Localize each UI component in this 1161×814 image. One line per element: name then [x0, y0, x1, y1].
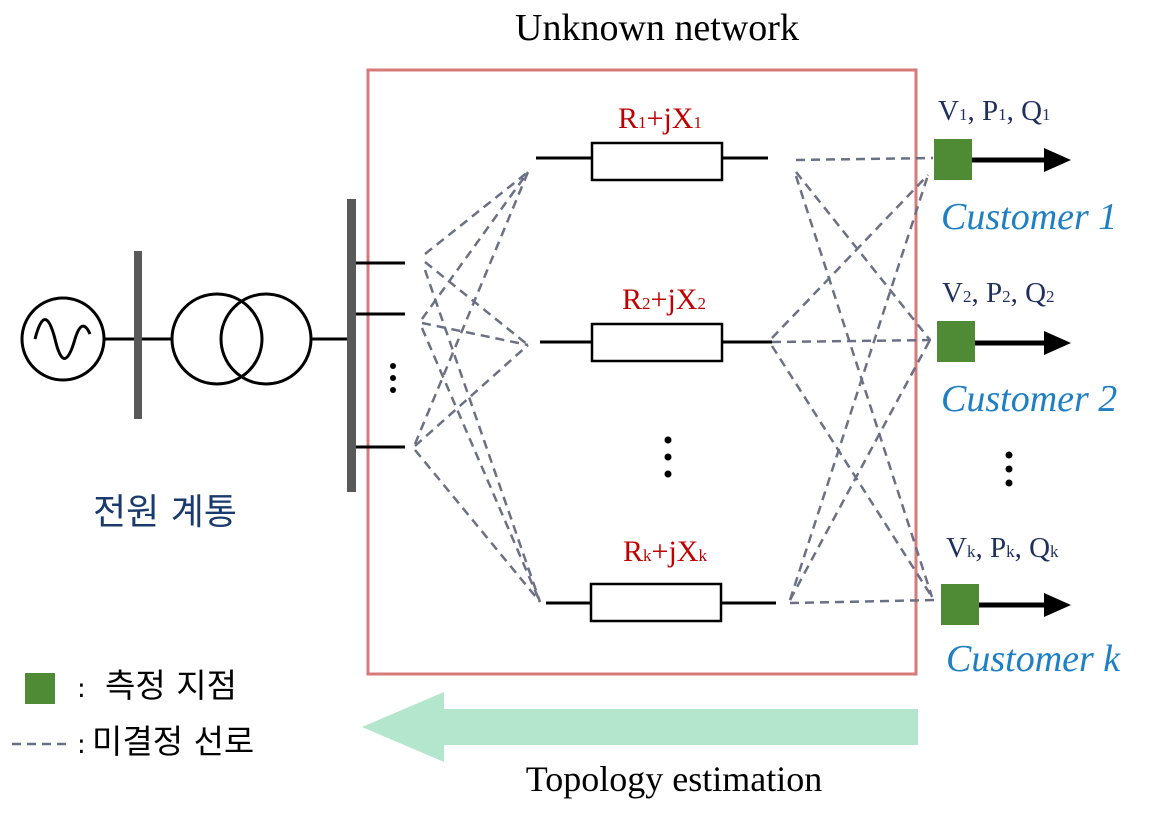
feeder-bus-bar: [347, 199, 356, 492]
impedance-label-k: Rk+jXk: [623, 535, 707, 568]
network-title: Unknown network: [515, 7, 799, 49]
legend-measurement-label: 측정 지점: [105, 666, 237, 705]
measurement-point-1: [934, 139, 972, 180]
source-bus-bar: [134, 251, 142, 419]
measurement-label-1: V1, P1, Q1: [938, 95, 1051, 127]
customer-ellipsis: [1005, 451, 1013, 487]
estimation-label: Topology estimation: [526, 759, 822, 799]
measurement-label-2: V2, P2, Q2: [942, 277, 1055, 309]
legend-colon-2: :: [77, 730, 86, 760]
customer-label-1: Customer 1: [941, 196, 1117, 238]
estimation-arrow-icon: [362, 692, 918, 762]
impedance-label-2: R2+jX2: [622, 283, 706, 316]
customer-1-arrow-icon: [972, 148, 1071, 172]
source-label: 전원 계통: [93, 492, 237, 533]
network-box: [366, 68, 918, 676]
left-candidate-lines: [413, 171, 542, 603]
measurement-point-2: [937, 321, 975, 362]
feeder-ellipsis: [390, 363, 396, 393]
impedance-branch-1: [536, 141, 768, 182]
impedance-label-1: R1+jX1: [618, 102, 702, 135]
impedance-branch-2: [540, 322, 772, 363]
impedance-branch-k: [546, 582, 776, 623]
customer-k-arrow-icon: [979, 593, 1071, 617]
transformer-icon: [170, 292, 313, 386]
ac-source-icon: [20, 296, 106, 382]
legend-measurement-square: [25, 673, 55, 704]
branch-ellipsis: [664, 436, 672, 478]
right-candidate-lines: [770, 156, 936, 605]
legend-colon-1: :: [77, 674, 86, 704]
customer-label-k: Customer k: [946, 638, 1121, 680]
customer-label-2: Customer 2: [941, 378, 1117, 420]
legend-undetermined-label: 미결정 선로: [92, 722, 254, 761]
measurement-point-k: [941, 584, 979, 625]
measurement-label-k: Vk, Pk, Qk: [946, 532, 1059, 564]
customer-2-arrow-icon: [975, 331, 1071, 355]
